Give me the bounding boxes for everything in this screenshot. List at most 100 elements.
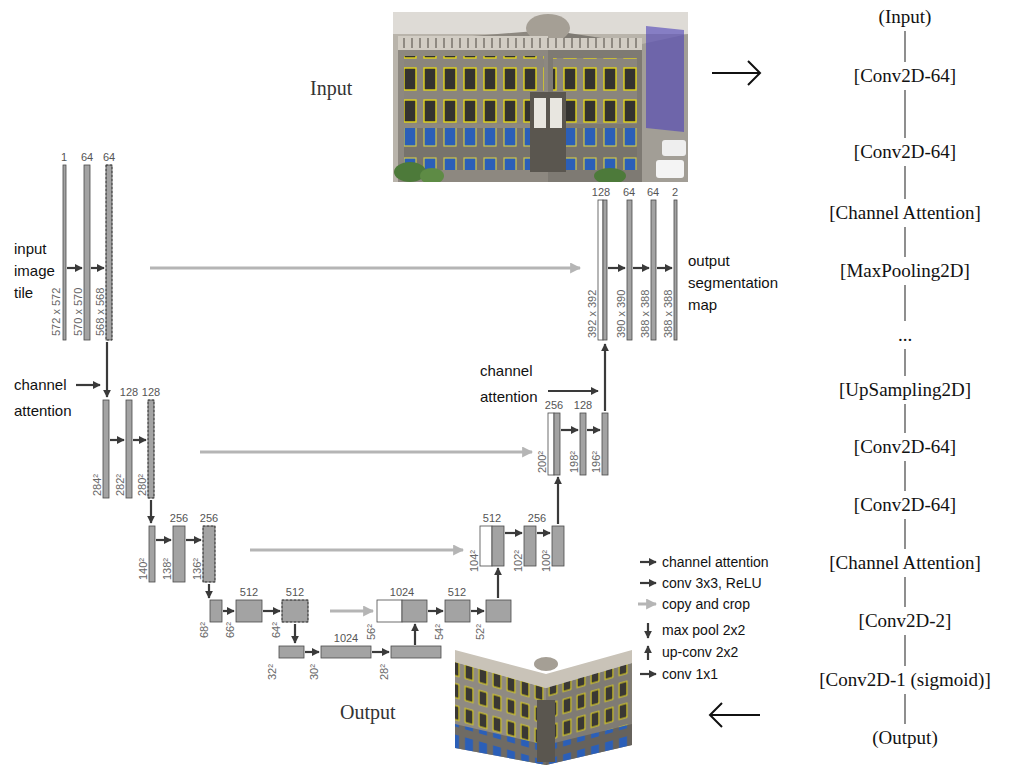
layer-link <box>904 694 905 724</box>
channel-count: 1 <box>61 151 67 164</box>
channel-count: 128 <box>120 386 138 399</box>
layer-name: [UpSampling2D] <box>839 379 971 401</box>
map-size: 136² <box>191 558 203 580</box>
layer-arrows <box>67 268 672 652</box>
channel-count: 256 <box>170 512 188 525</box>
layer-link <box>904 349 905 376</box>
map-size: 138² <box>161 558 173 580</box>
copy-arrows <box>150 268 580 611</box>
map-size: 66² <box>224 622 236 638</box>
layer-link <box>904 577 905 607</box>
layer-box: [UpSampling2D] <box>836 379 974 401</box>
map-size: 68² <box>198 622 210 638</box>
layer-link <box>904 31 905 62</box>
map-size: 28² <box>378 664 390 680</box>
layer-box: [Conv2D-64] <box>851 65 959 87</box>
annotation-text: channel attention <box>14 372 86 424</box>
map-size: 52² <box>474 624 486 640</box>
map-size: 388 x 388 <box>639 290 651 338</box>
layer-box: [MaxPooling2D] <box>837 260 973 282</box>
map-size: 196² <box>590 451 602 473</box>
figure-label: Input <box>310 76 352 100</box>
layer-name: [Conv2D-2] <box>859 610 952 632</box>
layer-name: [Conv2D-1 (sigmoid)] <box>819 669 991 691</box>
channel-count: 64 <box>647 186 659 199</box>
layer-box: [Conv2D-2] <box>856 610 955 632</box>
channel-count: 128 <box>592 186 610 199</box>
layer-box: [Channel Attention] <box>826 552 983 574</box>
layer-name: [MaxPooling2D] <box>840 260 970 282</box>
map-size: 390 x 390 <box>615 290 627 338</box>
map-size: 198² <box>568 451 580 473</box>
layer-box: [Conv2D-1 (sigmoid)] <box>816 669 994 691</box>
channel-count: 256 <box>545 399 563 412</box>
channel-count: 64 <box>81 151 93 164</box>
layer-name: [Conv2D-64] <box>854 141 956 163</box>
map-size: 282² <box>114 474 126 496</box>
channel-count: 2 <box>672 186 678 199</box>
layer-name: [Conv2D-64] <box>854 65 956 87</box>
map-size: 568 x 568 <box>94 288 106 336</box>
layer-name: [Channel Attention] <box>829 202 980 224</box>
map-size: 392 x 392 <box>586 290 598 338</box>
legend-samples <box>638 562 656 674</box>
legend-text: conv 3x3, ReLU <box>662 574 762 592</box>
annotation-text: output segmentation map <box>688 250 784 316</box>
layer-box: [Conv2D-64] <box>851 141 959 163</box>
layer-name: [Conv2D-64] <box>854 436 956 458</box>
input-photo <box>393 12 688 182</box>
layer-name: [Conv2D-64] <box>854 494 956 516</box>
map-size: 280² <box>136 474 148 496</box>
layer-link <box>904 404 905 433</box>
legend-text: max pool 2x2 <box>662 621 745 639</box>
channel-count: 1024 <box>334 632 358 645</box>
annotation-text: channel attention <box>480 358 552 410</box>
map-size: 388 x 388 <box>662 290 674 338</box>
layer-box: [Conv2D-64] <box>851 494 959 516</box>
map-size: 30² <box>308 664 320 680</box>
map-size: 64² <box>270 622 282 638</box>
layer-link <box>904 285 905 321</box>
layer-box: (Input) <box>876 6 935 28</box>
map-size: 104² <box>468 550 480 572</box>
channel-count: 128 <box>574 399 592 412</box>
layer-box: [Channel Attention] <box>826 202 983 224</box>
layer-link <box>904 519 905 549</box>
map-size: 54² <box>433 624 445 640</box>
channel-count: 256 <box>528 512 546 525</box>
layer-link <box>904 461 905 491</box>
channel-count: 64 <box>103 151 115 164</box>
map-size: 570 x 570 <box>72 288 84 336</box>
map-size: 100² <box>540 550 552 572</box>
legend-text: up-conv 2x2 <box>662 643 738 661</box>
map-size: 284² <box>91 474 103 496</box>
legend-text: copy and crop <box>662 595 750 613</box>
layer-box: [Conv2D-64] <box>851 436 959 458</box>
layer-link <box>904 166 905 199</box>
map-size: 102² <box>512 550 524 572</box>
map-size: 140² <box>137 558 149 580</box>
layer-name: (Output) <box>872 727 937 749</box>
channel-count: 1024 <box>390 586 414 599</box>
channel-count: 128 <box>142 386 160 399</box>
map-size: 32² <box>266 664 278 680</box>
channel-count: 256 <box>200 512 218 525</box>
map-size: 572 x 572 <box>50 288 62 336</box>
channel-count: 512 <box>286 586 304 599</box>
layer-link <box>904 227 905 257</box>
layer-name: (Input) <box>879 6 932 28</box>
legend-text: channel attention <box>662 553 769 571</box>
layer-box: ... <box>895 324 915 346</box>
channel-count: 64 <box>623 186 635 199</box>
channel-count: 512 <box>483 512 501 525</box>
channel-count: 512 <box>448 586 466 599</box>
figure-label: Output <box>340 700 396 724</box>
map-size: 56² <box>365 624 377 640</box>
output-render <box>455 650 632 765</box>
layer-name: [Channel Attention] <box>829 552 980 574</box>
map-size: 200² <box>536 451 548 473</box>
layer-link <box>904 90 905 138</box>
layer-link <box>904 635 905 666</box>
layer-name: ... <box>898 324 912 346</box>
feature-maps <box>63 165 677 658</box>
